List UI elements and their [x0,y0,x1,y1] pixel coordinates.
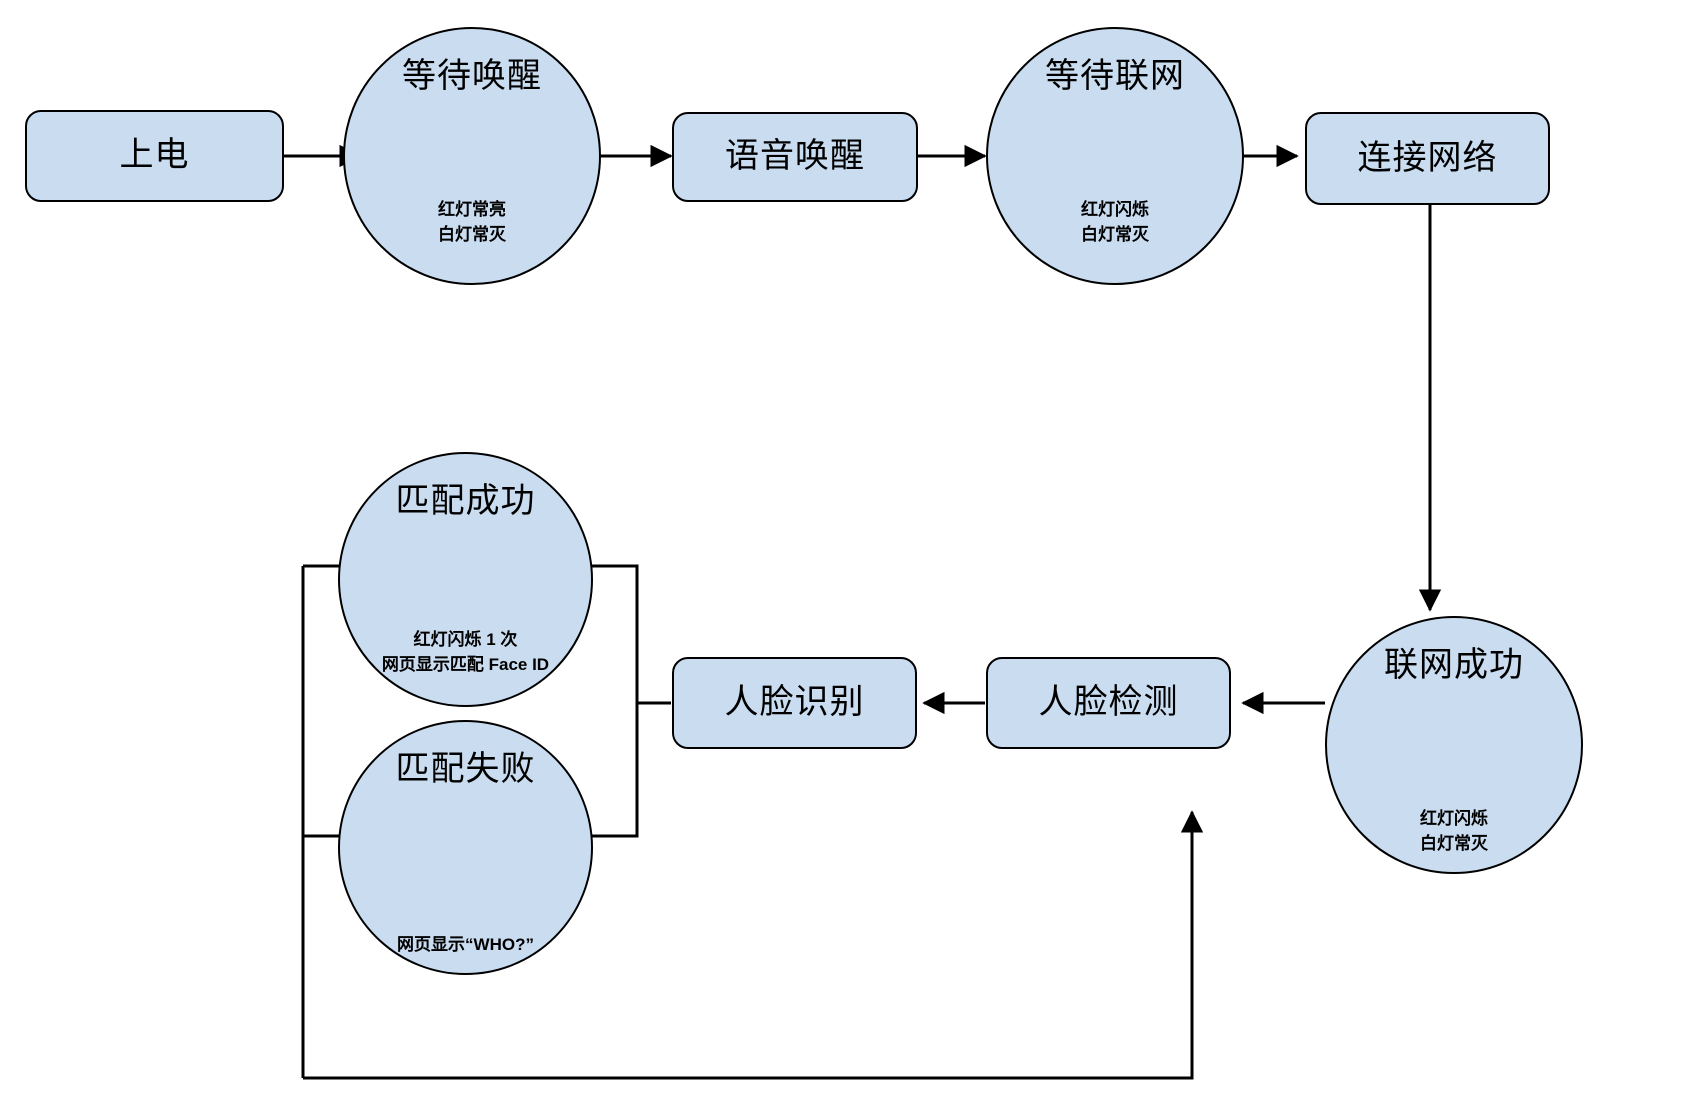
node-network-success-title: 联网成功 [1384,646,1524,685]
node-face-recognize-title: 人脸识别 [724,683,865,722]
node-match-success-title: 匹配成功 [395,482,536,521]
edge-face-recognize-to-match-success [590,564,671,705]
node-network-success[interactable]: 联网成功 红灯闪烁 白灯常灭 [1325,616,1583,874]
node-connect-network-title: 连接网络 [1357,138,1498,177]
node-voice-wakeup[interactable]: 语音唤醒 [672,112,918,202]
node-voice-wakeup-title: 语音唤醒 [725,137,865,176]
node-waiting-wakeup-subtext: 红灯常亮 白灯常灭 [438,200,506,244]
edge-face-recognize-to-match-fail [590,701,671,838]
node-waiting-wakeup-title: 等待唤醒 [402,57,542,96]
node-connect-network[interactable]: 连接网络 [1305,112,1550,205]
node-face-recognize[interactable]: 人脸识别 [672,657,917,749]
node-face-detect-title: 人脸检测 [1038,683,1179,722]
node-match-fail-subtext: 网页显示“WHO?” [397,935,534,955]
node-match-success[interactable]: 匹配成功 红灯闪烁 1 次 网页显示匹配 Face ID [338,452,593,707]
node-power-on-title: 上电 [119,136,190,175]
node-match-fail[interactable]: 匹配失败 网页显示“WHO?” [338,720,593,975]
node-waiting-network-subtext: 红灯闪烁 白灯常灭 [1081,200,1149,244]
node-waiting-network[interactable]: 等待联网 红灯闪烁 白灯常灭 [986,27,1244,285]
node-face-detect[interactable]: 人脸检测 [986,657,1231,749]
node-power-on[interactable]: 上电 [25,110,284,202]
node-waiting-network-title: 等待联网 [1045,57,1185,96]
node-waiting-wakeup[interactable]: 等待唤醒 红灯常亮 白灯常灭 [343,27,601,285]
node-match-fail-title: 匹配失败 [395,750,536,789]
node-network-success-subtext: 红灯闪烁 白灯常灭 [1420,809,1488,854]
node-match-success-subtext: 红灯闪烁 1 次 网页显示匹配 Face ID [381,630,550,674]
